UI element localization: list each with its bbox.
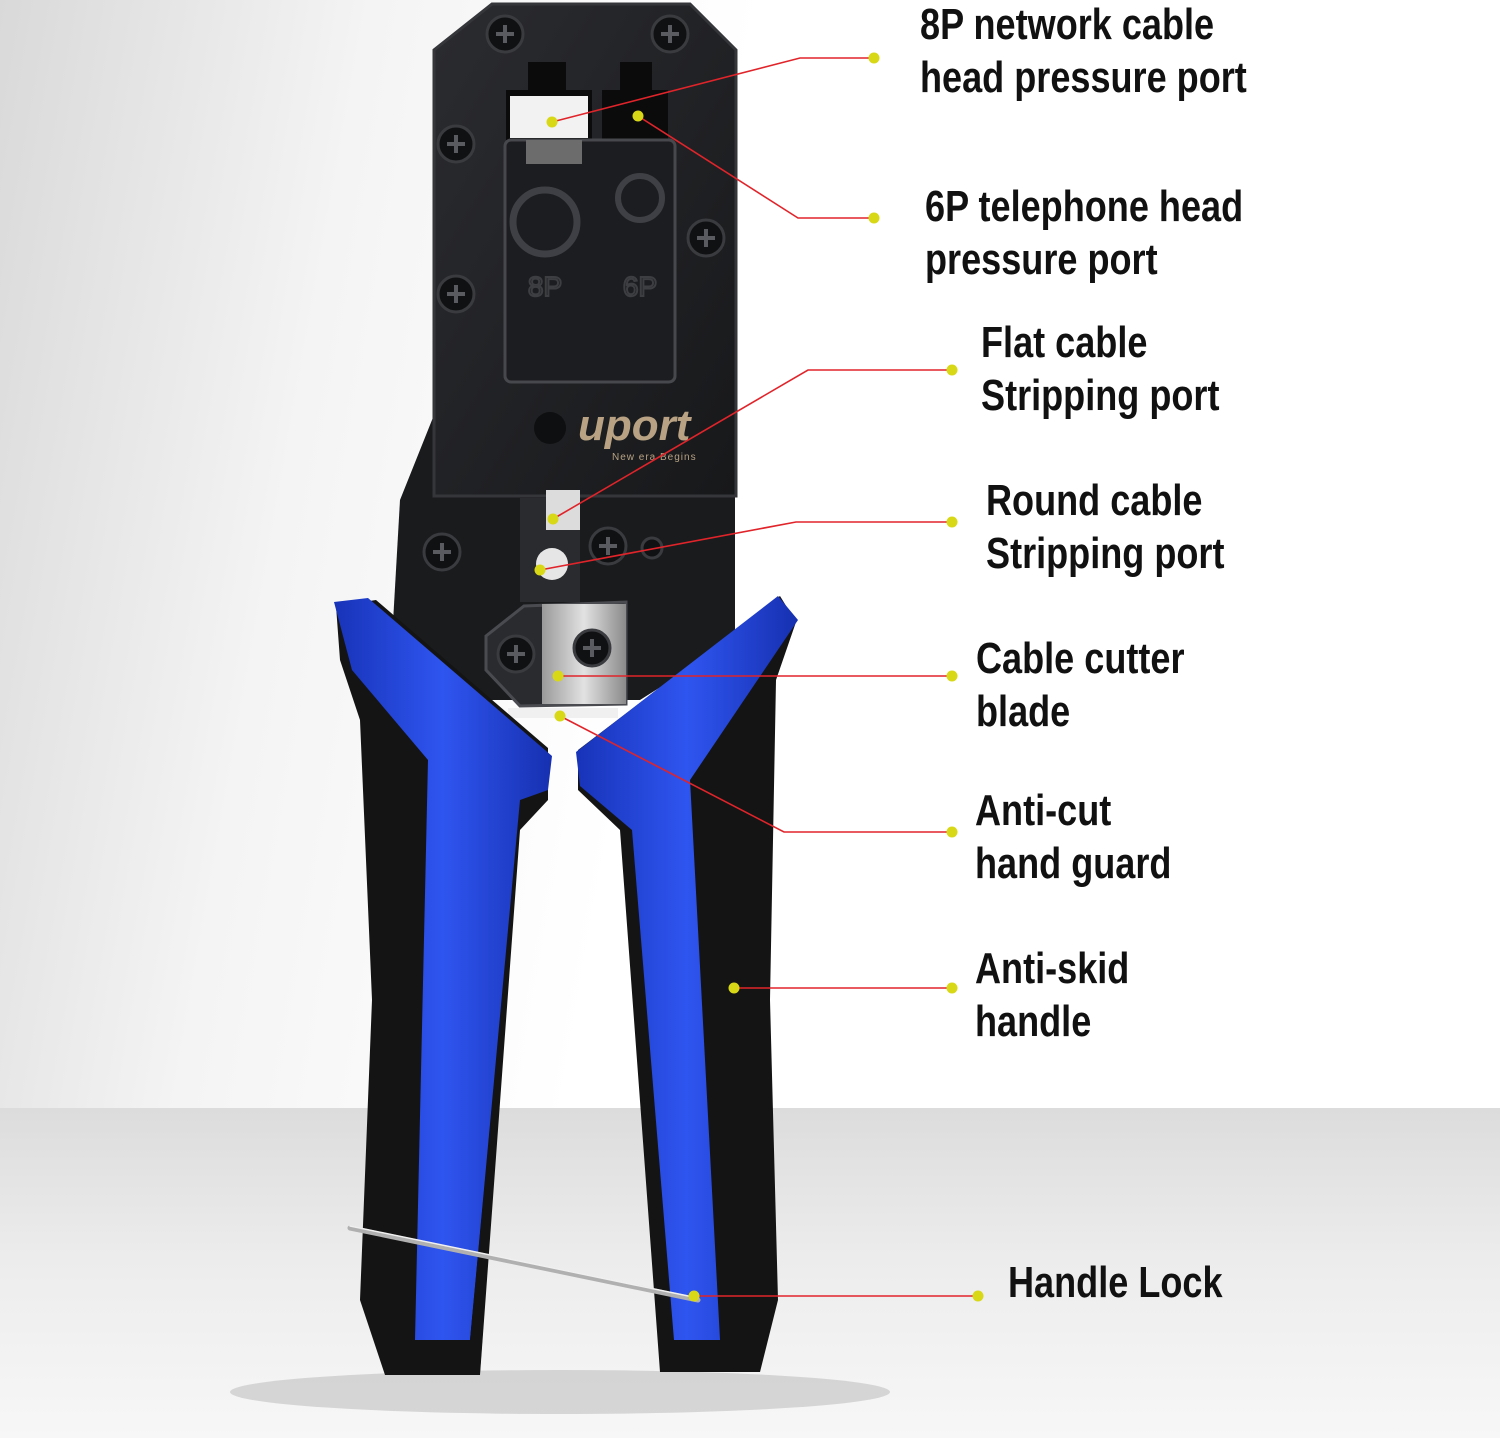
die-plate xyxy=(503,138,677,384)
leader-line xyxy=(559,715,952,833)
leader-line xyxy=(551,57,874,123)
tool-shadow xyxy=(230,1370,890,1414)
callout-dot xyxy=(728,982,740,994)
leader-line xyxy=(637,115,874,219)
callout-dot xyxy=(972,1290,984,1302)
callout-round-cable-stripping-port: Round cable Stripping port xyxy=(986,474,1224,580)
screw-icon xyxy=(686,218,726,258)
screw-icon xyxy=(436,274,476,314)
screw-icon xyxy=(485,14,525,54)
callout-line: head pressure port xyxy=(920,53,1247,102)
callout-dot xyxy=(868,52,880,64)
leader-line xyxy=(552,369,952,520)
handle-lock-highlight xyxy=(349,1225,699,1299)
callout-dot xyxy=(552,670,564,682)
leader-dots xyxy=(534,52,984,1302)
callout-line: Anti-cut xyxy=(975,786,1112,835)
die-ring xyxy=(509,186,581,258)
callout-flat-cable-stripping-port: Flat cable Stripping port xyxy=(981,316,1219,422)
callout-line: 8P network cable xyxy=(920,0,1215,49)
left-handle-blue-grip xyxy=(334,598,552,1340)
die-marking-8p: 8P xyxy=(528,271,562,302)
brand-logo: uport xyxy=(578,401,693,450)
callout-line: Round cable xyxy=(986,476,1203,525)
screw-icon xyxy=(588,526,628,566)
callout-cable-cutter-blade: Cable cutter blade xyxy=(976,632,1185,738)
callout-dot xyxy=(946,516,958,528)
die-8p-insert xyxy=(526,140,582,164)
callout-anti-cut-hand-guard: Anti-cut hand guard xyxy=(975,784,1171,890)
right-handle-blue-grip xyxy=(576,596,798,1340)
callout-dot xyxy=(946,826,958,838)
callout-line: Anti-skid xyxy=(975,944,1130,993)
adjuster-icon xyxy=(640,536,664,560)
callout-line: handle xyxy=(975,997,1092,1046)
callout-dot xyxy=(946,364,958,376)
8p-network-cable-head-pressure-port xyxy=(510,96,588,138)
callout-dot xyxy=(534,564,546,576)
callout-dot xyxy=(632,110,644,122)
callout-line: Handle Lock xyxy=(1008,1258,1223,1307)
callout-dot xyxy=(946,670,958,682)
screw-icon xyxy=(572,628,612,668)
callout-dot xyxy=(688,1290,700,1302)
screw-icon xyxy=(496,634,536,674)
callout-dot xyxy=(946,982,958,994)
screw-icon xyxy=(650,14,690,54)
callout-line: 6P telephone head xyxy=(925,182,1244,231)
callout-handle-lock: Handle Lock xyxy=(1008,1256,1223,1309)
callout-anti-skid-handle: Anti-skid handle xyxy=(975,942,1129,1048)
callout-line: Cable cutter xyxy=(976,634,1185,683)
left-handle-grip-edge xyxy=(398,810,520,1372)
leader-line xyxy=(539,521,952,571)
handle-lock xyxy=(347,1225,701,1303)
callout-dot xyxy=(547,513,559,525)
callout-dot xyxy=(868,212,880,224)
callout-line: Stripping port xyxy=(981,371,1220,420)
callout-line: blade xyxy=(976,687,1071,736)
callout-dot xyxy=(546,116,558,128)
pivot-hole xyxy=(534,412,566,444)
callout-8p-network-cable-head-pressure-port: 8P network cable head pressure port xyxy=(920,0,1247,104)
callout-line: pressure port xyxy=(925,235,1158,284)
leader-lines xyxy=(539,57,978,1297)
die-marking-6p: 6P xyxy=(623,271,657,302)
callout-line: Flat cable xyxy=(981,318,1148,367)
callout-line: hand guard xyxy=(975,839,1172,888)
die-ring xyxy=(615,173,665,223)
screw-icon xyxy=(422,532,462,572)
screw-icon xyxy=(436,124,476,164)
callout-6p-telephone-head-pressure-port: 6P telephone head pressure port xyxy=(925,180,1243,286)
callout-dot xyxy=(554,710,566,722)
brand-tagline: New era Begins xyxy=(612,452,697,463)
callout-line: Stripping port xyxy=(986,529,1225,578)
